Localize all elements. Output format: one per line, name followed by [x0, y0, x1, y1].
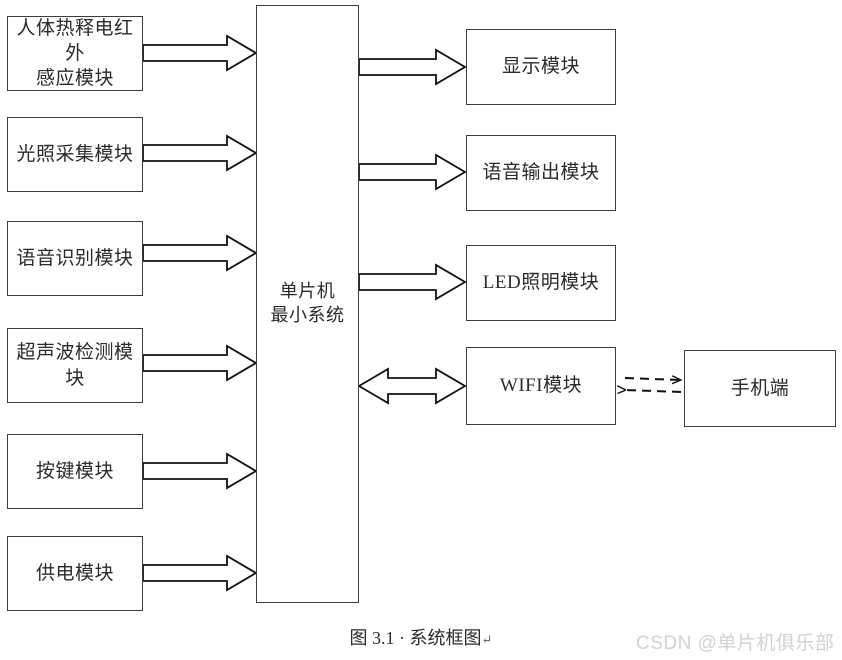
node-ultrasonic[interactable]: 超声波检测模块: [7, 328, 143, 403]
node-phone-label: 手机端: [730, 377, 790, 399]
node-voice-output-label: 语音输出模块: [482, 162, 600, 184]
arrow-mcu-to-voiceout: [358, 153, 467, 191]
node-power[interactable]: 供电模块: [7, 536, 143, 611]
node-pir[interactable]: 人体热释电红外 感应模块: [7, 16, 143, 91]
figure-caption: 图 3.1 · 系统框图↵: [0, 624, 842, 650]
node-power-label: 供电模块: [35, 562, 114, 584]
node-led-label: LED照明模块: [482, 272, 600, 294]
node-key[interactable]: 按键模块: [7, 434, 143, 509]
arrow-mcu-to-display: [358, 48, 467, 86]
node-light-label: 光照采集模块: [16, 143, 134, 165]
csdn-watermark: CSDN @单片机俱乐部: [636, 633, 835, 654]
arrow-mcu-wifi-bidirectional: [357, 367, 467, 405]
arrow-mcu-to-led: [358, 263, 467, 301]
node-key-label: 按键模块: [35, 460, 114, 482]
node-light[interactable]: 光照采集模块: [7, 117, 143, 192]
node-display-label: 显示模块: [501, 56, 580, 78]
node-wifi-label: WIFI模块: [499, 375, 583, 397]
node-display[interactable]: 显示模块: [466, 29, 616, 105]
node-ultrasonic-label: 超声波检测模块: [16, 342, 134, 389]
node-voice-output[interactable]: 语音输出模块: [466, 135, 616, 211]
node-led[interactable]: LED照明模块: [466, 245, 616, 321]
arrow-key-to-mcu: [142, 452, 258, 490]
arrow-power-to-mcu: [142, 554, 258, 592]
arrow-ultrasonic-to-mcu: [142, 344, 258, 382]
arrow-voicerec-to-mcu: [142, 234, 258, 272]
paragraph-mark-icon: ↵: [481, 632, 493, 647]
arrow-light-to-mcu: [142, 134, 258, 172]
node-mcu-label: 单片机 最小系统: [270, 281, 345, 325]
arrow-pir-to-mcu: [142, 34, 258, 72]
figure-caption-text: 图 3.1 · 系统框图: [349, 628, 482, 648]
node-wifi[interactable]: WIFI模块: [466, 347, 616, 425]
node-voice-recognition[interactable]: 语音识别模块: [7, 221, 143, 296]
node-mcu[interactable]: 单片机 最小系统: [256, 5, 359, 603]
node-voice-recognition-label: 语音识别模块: [16, 247, 134, 269]
link-wifi-to-phone-dashed: [625, 378, 681, 392]
node-phone[interactable]: 手机端: [684, 350, 836, 427]
node-pir-label: 人体热释电红外 感应模块: [16, 17, 134, 90]
